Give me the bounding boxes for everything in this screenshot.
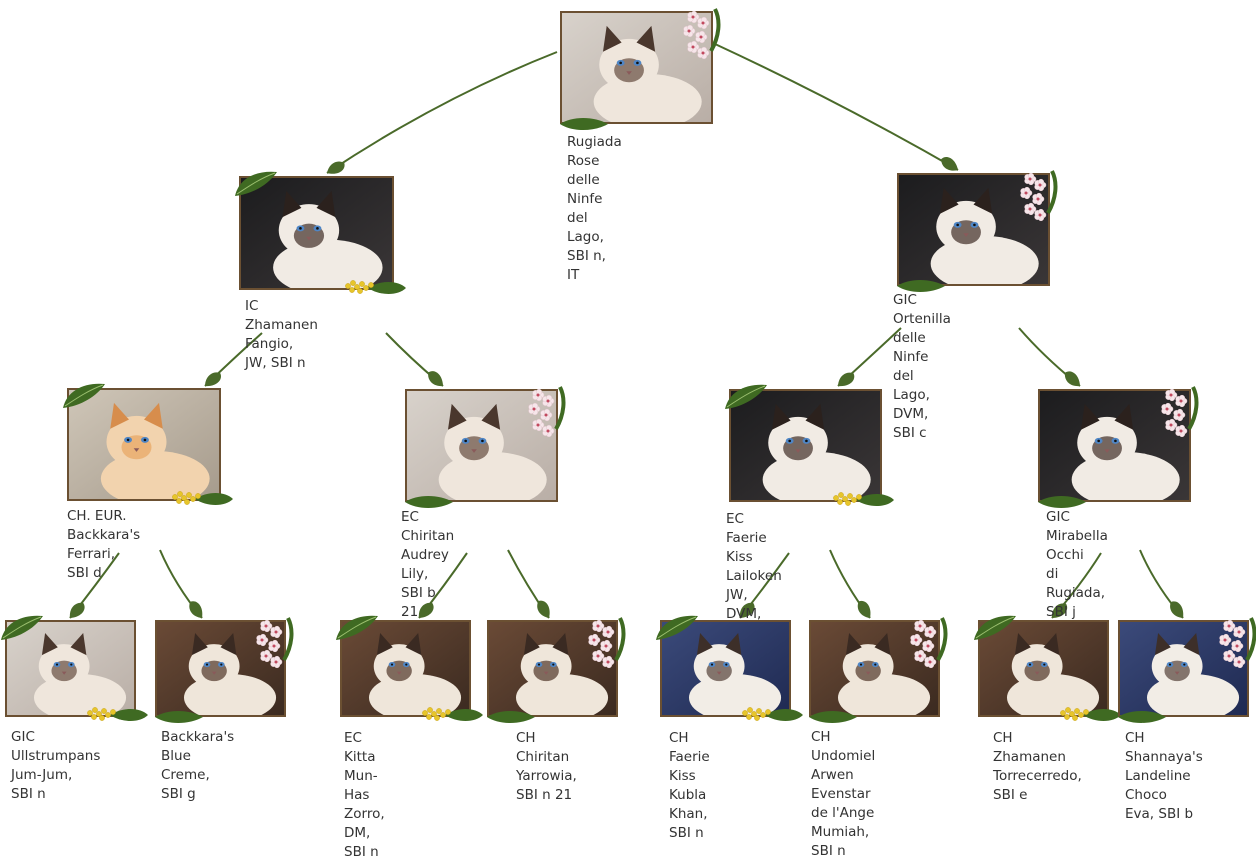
arrowhead-icon xyxy=(418,602,434,618)
root-cat-photo xyxy=(560,11,713,124)
arrowhead-icon xyxy=(941,157,958,171)
grandparent-photo xyxy=(729,389,882,502)
sire-name: IC Zhamanen Fangio, JW, SBI n xyxy=(245,298,318,371)
grandparent-name: CH. EUR. Backkara's Ferrari, SBI d xyxy=(67,508,141,581)
great-grandparent-photo xyxy=(155,620,286,717)
root-cat-name: Rugiada Rose delle Ninfe del Lago, SBI n… xyxy=(567,134,622,283)
great-grandparent-name: CH Shannaya's Landeline Choco Eva, SBI b xyxy=(1125,730,1203,822)
cat-photo-icon xyxy=(157,622,284,715)
grandparent-name: GIC Mirabella Occhi di Rugiada, SBI j xyxy=(1046,509,1108,620)
cat-photo-icon xyxy=(342,622,469,715)
great-grandparent-photo xyxy=(5,620,136,717)
great-grandparent-name: Backkara's Blue Creme, SBI g xyxy=(161,729,235,802)
grandparent-photo xyxy=(67,388,221,501)
great-grandparent-name: CH Zhamanen Torrecerredo, SBI e xyxy=(993,730,1082,803)
great-grandparent-name: GIC Ullstrumpans Jum-Jum, SBI n xyxy=(11,729,101,802)
great-grandparent-name: CH Faerie Kiss Kubla Khan, SBI n xyxy=(669,730,710,841)
cat-photo-icon xyxy=(980,622,1107,715)
sire-photo xyxy=(239,176,394,290)
connector-line xyxy=(326,51,558,174)
arrowhead-icon xyxy=(838,372,855,387)
great-grandparent-photo xyxy=(340,620,471,717)
cat-photo-icon xyxy=(899,175,1048,284)
arrowhead-icon xyxy=(428,371,443,387)
cat-photo-icon xyxy=(7,622,134,715)
arrowhead-icon xyxy=(857,600,871,618)
cat-photo-icon xyxy=(1040,391,1189,500)
cat-photo-icon xyxy=(562,13,711,122)
great-grandparent-photo xyxy=(487,620,618,717)
great-grandparent-name: EC Kitta Mun-Has Zorro, DM, SBI n xyxy=(344,730,385,860)
great-grandparent-name: CH Chiritan Yarrowia, SBI n 21 xyxy=(516,730,577,803)
arrowhead-icon xyxy=(69,602,85,618)
cat-photo-icon xyxy=(731,391,880,500)
arrowhead-icon xyxy=(1170,601,1184,618)
cat-photo-icon xyxy=(69,390,219,499)
great-grandparent-name: CH Undomiel Arwen Evenstar de l'Ange Mum… xyxy=(811,729,876,859)
pedigree-connectors xyxy=(69,43,1184,619)
great-grandparent-photo xyxy=(978,620,1109,717)
dam-name: GIC Ortenilla delle Ninfe del Lago, DVM,… xyxy=(893,292,951,441)
great-grandparent-photo xyxy=(809,620,940,717)
grandparent-photo xyxy=(1038,389,1191,502)
arrowhead-icon xyxy=(1051,603,1068,618)
cat-photo-icon xyxy=(811,622,938,715)
arrowhead-icon xyxy=(739,602,755,618)
connector-line xyxy=(714,43,959,171)
cat-photo-icon xyxy=(1120,622,1247,715)
arrowhead-icon xyxy=(537,600,550,618)
grandparent-photo xyxy=(405,389,558,502)
arrowhead-icon xyxy=(327,161,345,174)
great-grandparent-photo xyxy=(1118,620,1249,717)
grandparent-name: EC Chiritan Audrey Lily, SBI b 21 xyxy=(401,509,455,620)
cat-photo-icon xyxy=(241,178,392,288)
cat-photo-icon xyxy=(662,622,789,715)
great-grandparent-photo xyxy=(660,620,791,717)
cat-photo-icon xyxy=(407,391,556,500)
cat-photo-icon xyxy=(489,622,616,715)
arrowhead-icon xyxy=(205,372,221,387)
dam-photo xyxy=(897,173,1050,286)
arrowhead-icon xyxy=(189,601,203,618)
arrowhead-icon xyxy=(1064,371,1080,387)
